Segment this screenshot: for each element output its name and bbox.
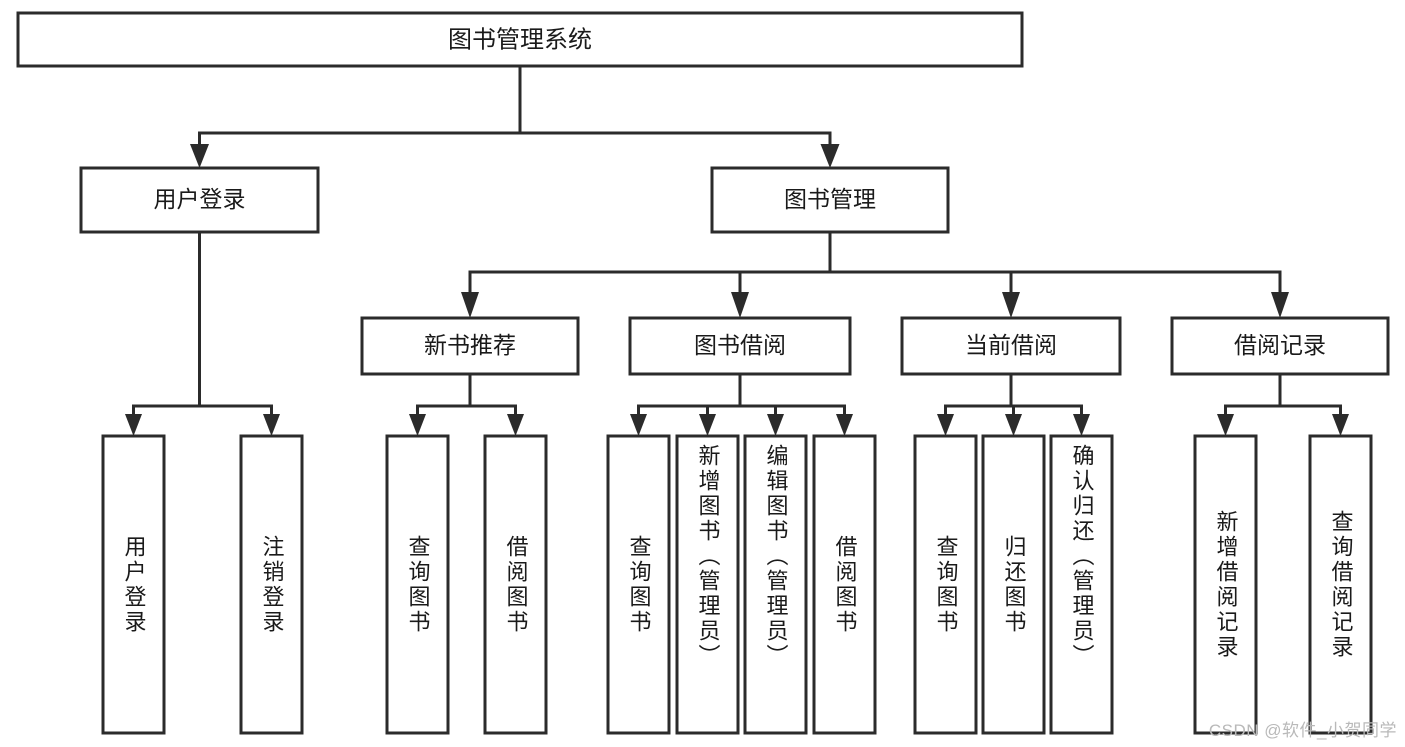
node-leaf-add-borrow-record-label: 新增借阅记录 [1213,509,1239,660]
node-book-borrow-box [628,316,852,376]
node-leaf-borrow-book-newbooks-textwrap: 借阅图书 [503,534,529,635]
arrow-newbooks-leaf-2 [507,414,524,436]
node-leaf-query-book-borrow-label: 查询图书 [626,534,652,635]
node-leaf-logout-box [239,434,304,735]
node-leaf-query-book-newbooks-textwrap: 查询图书 [405,534,431,635]
node-leaf-user-login-textwrap: 用户登录 [121,534,147,635]
node-leaf-logout-label: 注销登录 [259,534,285,635]
node-leaf-query-book-borrow-box [606,434,671,735]
node-leaf-query-book-newbooks-label: 查询图书 [405,534,431,635]
node-leaf-return-book[interactable]: 归还图书 [981,434,1046,735]
node-leaf-add-book-admin-label: 新增图书（管理员） [695,444,721,669]
node-leaf-query-book-current-box [913,434,978,735]
node-book-borrow[interactable]: 图书借阅 [628,316,852,376]
node-new-book-recommend-label: 新书推荐 [424,332,516,358]
arrow-borrowrecord-leaf-2 [1332,414,1349,436]
arrow-newbooks-leaf-1 [409,414,426,436]
arrow-bookmgmt-to-current-borrow [1002,292,1020,318]
arrow-bookborrow-leaf-1 [630,414,647,436]
node-leaf-query-borrow-record[interactable]: 查询借阅记录 [1308,434,1373,735]
node-leaf-query-book-newbooks[interactable]: 查询图书 [385,434,450,735]
node-leaf-borrow-book-borrow-textwrap: 借阅图书 [832,534,858,635]
arrow-bookmgmt-to-new-books [461,292,479,318]
arrow-bookmgmt-to-borrow-record [1271,292,1289,318]
node-root-system-box [16,11,1024,68]
node-leaf-confirm-return-admin-textwrap: 确认归还（管理员） [1069,444,1095,669]
node-leaf-return-book-box [981,434,1046,735]
node-leaf-borrow-book-newbooks[interactable]: 借阅图书 [483,434,548,735]
node-borrow-record-box [1170,316,1390,376]
node-leaf-confirm-return-admin-box [1049,434,1114,735]
arrow-userlogin-leaf-1 [125,414,142,436]
node-leaf-borrow-book-borrow[interactable]: 借阅图书 [812,434,877,735]
node-leaf-user-login[interactable]: 用户登录 [101,434,166,735]
node-leaf-user-login-box [101,434,166,735]
node-leaf-user-login-label: 用户登录 [121,534,147,635]
node-leaf-add-borrow-record-box [1193,434,1258,735]
arrow-currentborrow-leaf-1 [937,414,954,436]
node-book-borrow-label: 图书借阅 [694,332,786,358]
node-user-login-box [79,166,320,234]
node-leaf-logout-textwrap: 注销登录 [259,534,285,635]
arrow-root-to-book-mgmt [820,144,840,168]
node-leaf-confirm-return-admin[interactable]: 确认归还（管理员） [1049,434,1114,735]
node-leaf-query-borrow-record-textwrap: 查询借阅记录 [1328,509,1354,660]
arrow-bookborrow-leaf-4 [836,414,853,436]
node-leaf-query-book-current[interactable]: 查询图书 [913,434,978,735]
node-leaf-edit-book-admin-textwrap: 编辑图书（管理员） [763,444,789,669]
arrow-borrowrecord-leaf-1 [1217,414,1234,436]
node-leaf-add-book-admin-textwrap: 新增图书（管理员） [695,444,721,669]
node-leaf-return-book-label: 归还图书 [1001,534,1027,635]
node-user-login[interactable]: 用户登录 [79,166,320,234]
arrow-currentborrow-leaf-2 [1005,414,1022,436]
node-current-borrow-box [900,316,1122,376]
arrow-bookborrow-leaf-2 [699,414,716,436]
node-root-system-label: 图书管理系统 [448,26,592,53]
node-book-management-label: 图书管理 [784,186,876,212]
node-leaf-add-borrow-record[interactable]: 新增借阅记录 [1193,434,1258,735]
node-borrow-record[interactable]: 借阅记录 [1170,316,1390,376]
node-leaf-query-borrow-record-label: 查询借阅记录 [1328,509,1354,660]
node-new-book-recommend-box [360,316,580,376]
node-leaf-add-borrow-record-textwrap: 新增借阅记录 [1213,509,1239,660]
connector-layer [125,64,1349,436]
node-root-system[interactable]: 图书管理系统 [16,11,1024,68]
arrow-currentborrow-leaf-3 [1073,414,1090,436]
node-leaf-query-book-current-textwrap: 查询图书 [933,534,959,635]
arrow-bookborrow-leaf-3 [767,414,784,436]
node-book-management-box [710,166,950,234]
node-current-borrow-label: 当前借阅 [965,332,1057,358]
node-borrow-record-label: 借阅记录 [1234,332,1326,358]
node-leaf-confirm-return-admin-label: 确认归还（管理员） [1069,444,1095,669]
node-user-login-label: 用户登录 [154,186,246,212]
node-leaf-add-book-admin-box [675,434,740,735]
node-leaf-return-book-textwrap: 归还图书 [1001,534,1027,635]
node-book-management[interactable]: 图书管理 [710,166,950,234]
node-leaf-query-borrow-record-box [1308,434,1373,735]
node-leaf-borrow-book-newbooks-label: 借阅图书 [503,534,529,635]
node-leaf-edit-book-admin[interactable]: 编辑图书（管理员） [743,434,808,735]
node-leaf-add-book-admin[interactable]: 新增图书（管理员） [675,434,740,735]
node-leaf-query-book-borrow[interactable]: 查询图书 [606,434,671,735]
node-leaf-edit-book-admin-label: 编辑图书（管理员） [763,444,789,669]
node-leaf-borrow-book-borrow-box [812,434,877,735]
node-leaf-borrow-book-newbooks-box [483,434,548,735]
node-current-borrow[interactable]: 当前借阅 [900,316,1122,376]
arrow-bookmgmt-to-book-borrow [731,292,749,318]
node-leaf-logout[interactable]: 注销登录 [239,434,304,735]
arrow-root-to-user-login [190,144,209,168]
node-leaf-borrow-book-borrow-label: 借阅图书 [832,534,858,635]
node-leaf-query-book-newbooks-box [385,434,450,735]
arrow-userlogin-leaf-2 [263,414,280,436]
node-leaf-query-book-current-label: 查询图书 [933,534,959,635]
node-leaf-edit-book-admin-box [743,434,808,735]
node-new-book-recommend[interactable]: 新书推荐 [360,316,580,376]
node-leaf-query-book-borrow-textwrap: 查询图书 [626,534,652,635]
